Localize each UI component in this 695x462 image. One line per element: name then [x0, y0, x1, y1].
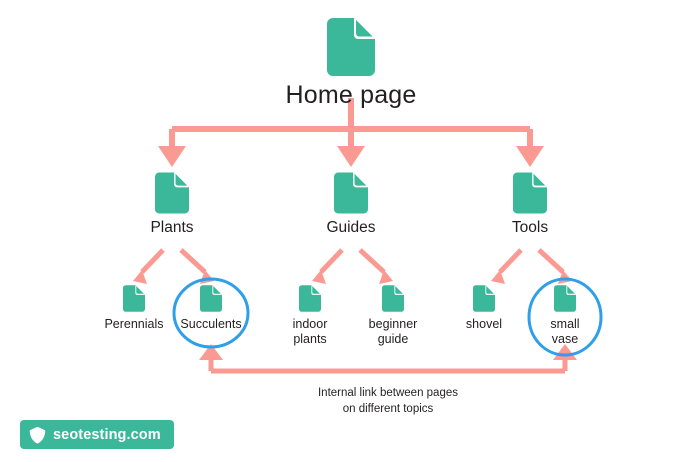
document-icon — [79, 285, 189, 317]
internal-link-connector — [199, 344, 577, 374]
node-label: small vase — [550, 317, 580, 346]
document-icon — [429, 285, 539, 317]
node-succulents[interactable]: Succulents — [156, 285, 266, 332]
node-label: indoor plants — [292, 317, 328, 346]
logo-text: seotesting.com — [53, 426, 161, 443]
node-label: shovel — [465, 317, 503, 332]
document-icon — [338, 285, 448, 317]
seotesting-logo[interactable]: seotesting.com — [20, 420, 174, 449]
shield-icon — [29, 426, 46, 444]
document-icon — [281, 172, 421, 219]
node-label: Tools — [511, 219, 549, 237]
document-icon — [460, 172, 600, 219]
node-label: Guides — [326, 219, 376, 237]
node-indoor-plants[interactable]: indoor plants — [255, 285, 365, 346]
document-icon — [156, 285, 266, 317]
highlight-circle-succulents — [172, 277, 250, 349]
guides-child-connectors — [312, 248, 393, 284]
internal-link-caption: Internal link between pages on different… — [317, 387, 458, 415]
document-icon — [241, 18, 461, 81]
document-icon — [510, 285, 620, 317]
document-icon — [102, 172, 242, 219]
node-plants[interactable]: Plants — [102, 172, 242, 237]
node-home-page[interactable]: Home page — [241, 18, 461, 110]
node-guides[interactable]: Guides — [281, 172, 421, 237]
node-label: Succulents — [180, 317, 242, 332]
node-beginner-guide[interactable]: beginner guide — [338, 285, 448, 346]
document-icon — [255, 285, 365, 317]
trunk-connector — [158, 98, 544, 167]
node-label: Plants — [150, 219, 194, 237]
node-small-vase[interactable]: small vase — [510, 285, 620, 346]
node-tools[interactable]: Tools — [460, 172, 600, 237]
node-perennials[interactable]: Perennials — [79, 285, 189, 332]
node-label: Perennials — [104, 317, 164, 332]
node-label: beginner guide — [368, 317, 418, 346]
node-shovel[interactable]: shovel — [429, 285, 539, 332]
node-label: Home page — [285, 81, 417, 110]
highlight-circle-small-vase — [527, 277, 603, 357]
